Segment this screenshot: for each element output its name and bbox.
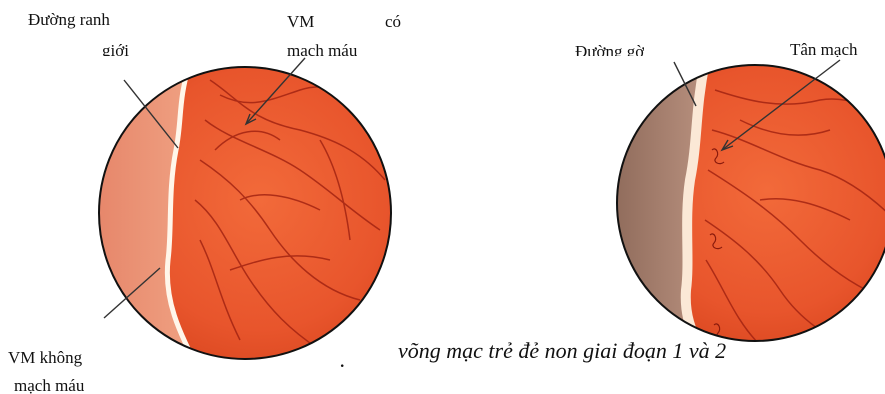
caption-bullet: .: [340, 347, 346, 373]
label-neovascular: Tân mạch: [790, 40, 858, 57]
label-ridge: Đường gờ: [575, 42, 644, 56]
label-boundary-line2: giới: [102, 41, 129, 56]
label-boundary-line1: Đường ranh: [28, 10, 110, 30]
label-avascular-line1: VM không: [8, 348, 82, 368]
label-vascular-line2: mạch máu: [287, 41, 357, 56]
retina-stage2: [610, 60, 885, 352]
label-avascular-line2: mạch máu: [14, 376, 84, 394]
caption-text: võng mạc trẻ đẻ non giai đoạn 1 và 2: [398, 338, 885, 372]
label-vascular-vm: VM: [287, 12, 314, 32]
retina-stage1: [95, 60, 395, 372]
label-vascular-co: có: [385, 12, 401, 32]
